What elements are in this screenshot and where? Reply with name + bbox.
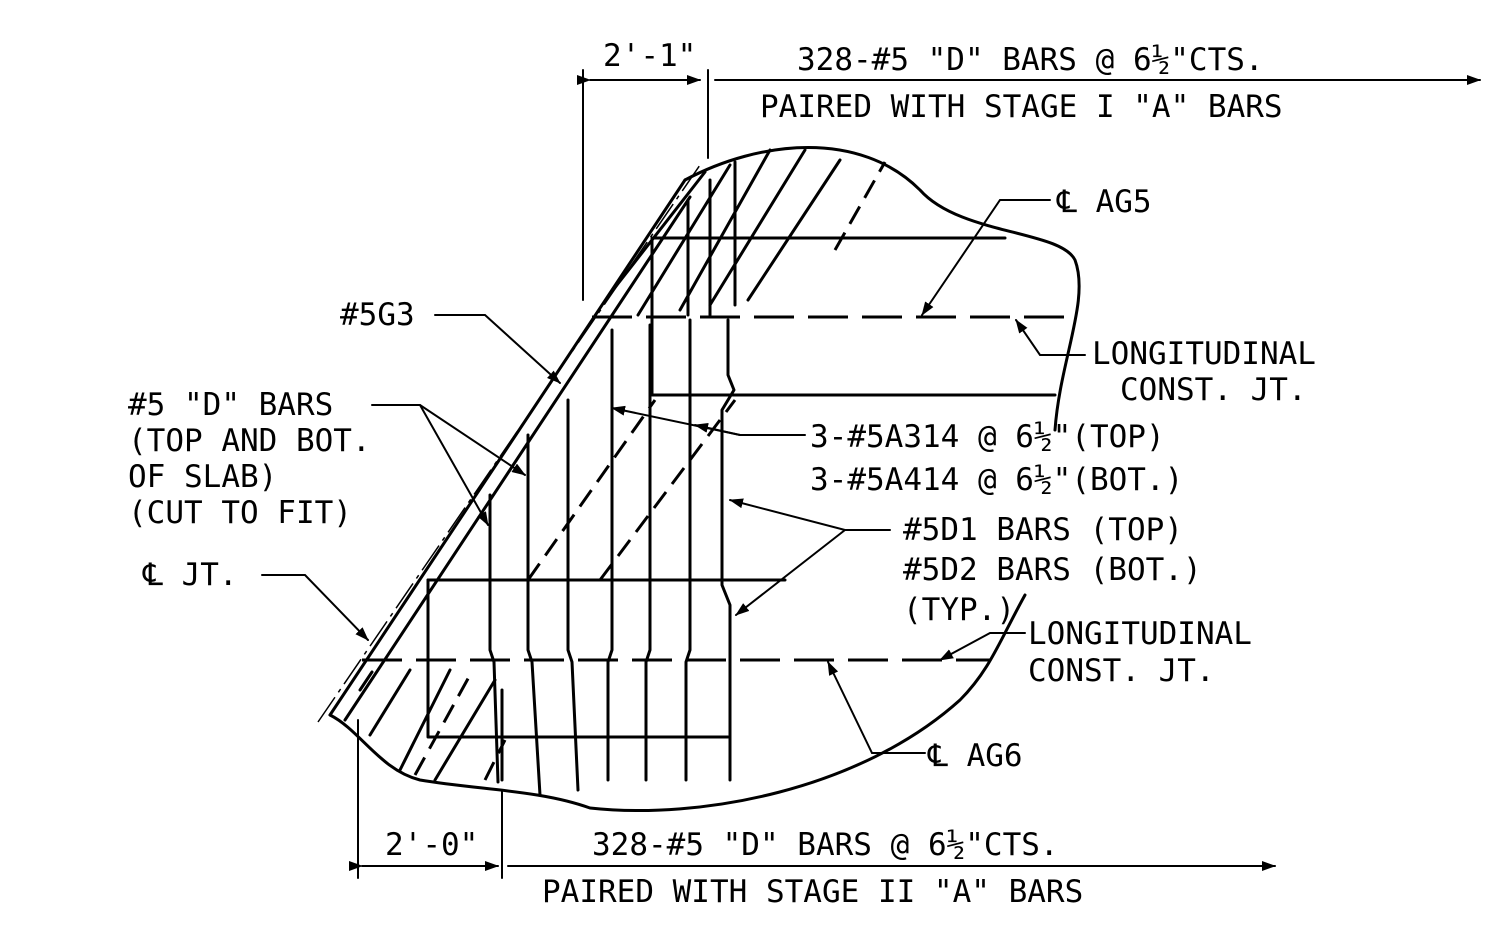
construction-joints [362,315,1075,662]
bottom-bars-note-line1: 328-#5 "D" BARS @ 6½"CTS. [592,827,1059,863]
top-bars-note-line1: 328-#5 "D" BARS @ 6½"CTS. [797,42,1264,78]
bottom-dimension-label: 2'-0" [385,827,478,863]
top-dimension-label: 2'-1" [603,38,696,74]
d-bars-skewed [358,148,887,782]
slab-outline [317,146,1081,813]
long-jt-1-line2: CONST. JT. [1120,372,1307,408]
cl-ag6-label: ℄ AG6 [927,738,1023,774]
d-bars-straight [488,160,737,797]
top-bars-note-line2: PAIRED WITH STAGE I "A" BARS [760,89,1283,125]
d1d2-line2: #5D2 BARS (BOT.) [903,552,1202,588]
g3-bar-label: #5G3 [340,297,415,333]
leaders [261,199,1086,754]
d-bars-line4: (CUT TO FIT) [128,495,352,531]
d-bars-line1: #5 "D" BARS [128,387,333,423]
d-bars-line3: OF SLAB) [128,459,277,495]
long-jt-2-line1: LONGITUDINAL [1028,616,1252,652]
d1d2-line1: #5D1 BARS (TOP) [903,512,1183,548]
d-bars-line2: (TOP AND BOT. [128,423,371,459]
long-jt-2-line2: CONST. JT. [1028,653,1215,689]
a-bars-line1: 3-#5A314 @ 6½"(TOP) [810,419,1165,455]
a-bars-line2: 3-#5A414 @ 6½"(BOT.) [810,462,1183,498]
cl-ag5-label: ℄ AG5 [1056,184,1152,220]
cl-jt-label: ℄ JT. [142,557,238,593]
d1d2-line3: (TYP.) [903,592,1015,628]
bottom-bars-note-line2: PAIRED WITH STAGE II "A" BARS [542,874,1083,910]
long-jt-1-line1: LONGITUDINAL [1092,336,1316,372]
dimensions [349,69,1481,879]
